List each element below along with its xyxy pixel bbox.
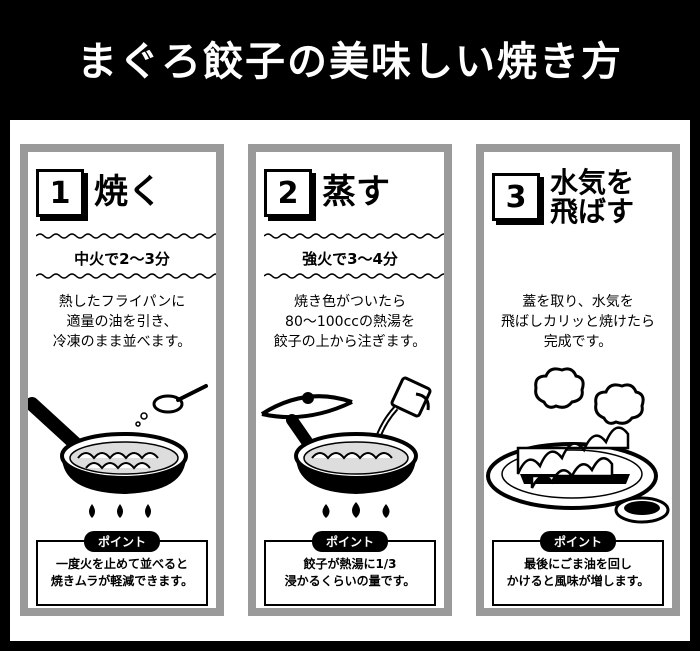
frying-pan-with-spoon-icon [28,384,208,518]
step-description: 熱したフライパンに 適量の油を引き、 冷凍のまま並べます。 [52,294,192,350]
title-bar: まぐろ餃子の美味しい焼き方 [0,0,700,116]
point-label: ポイント [539,531,617,552]
steps-panel: 1 焼く 中火で2〜3分 熱したフライパンに 適量の油を引き、 冷凍のまま並べま… [10,120,690,641]
page-title: まぐろ餃子の美味しい焼き方 [77,39,623,85]
step-number: 2 [264,169,312,217]
steps-frame: 1 焼く 中火で2〜3分 熱したフライパンに 適量の油を引き、 冷凍のまま並べま… [0,116,700,651]
step-header: 1 焼く [36,162,162,224]
heat-level: 強火で3〜4分 [302,250,398,268]
point-box: ポイント 一度火を止めて並べると 焼きムラが軽減できます。 [36,531,208,606]
point-text: 最後にごま油を回し かけると風味が増します。 [506,557,650,588]
heat-level: 中火で2〜3分 [74,250,170,268]
step-header: 2 蒸す [264,162,390,224]
step-number: 1 [36,169,84,217]
wave-divider [36,233,216,239]
step-title: 焼く [94,172,162,213]
wave-divider [264,273,444,279]
pan-with-lid-and-water-icon [260,376,432,518]
step-card-3: 3 水気を 飛ばす 蓋を取り、水気を 飛ばしカリッと焼けたら 完成です。 [476,144,680,616]
point-label: ポイント [83,531,161,552]
step-header: 3 水気を 飛ばす [492,162,634,232]
point-box: ポイント 最後にごま油を回し かけると風味が増します。 [492,531,664,606]
step-title: 水気を 飛ばす [550,165,635,228]
gyoza-plate-icon [486,367,670,524]
step-number: 3 [492,173,540,221]
point-text: 一度火を止めて並べると 焼きムラが軽減できます。 [50,557,194,588]
step-description: 焼き色がついたら 80〜100ccの熱湯を 餃子の上から注ぎます。 [273,294,427,350]
step-title: 蒸す [322,172,390,213]
wave-divider [36,273,216,279]
point-box: ポイント 餃子が熱湯に1/3 浸かるくらいの量です。 [264,531,436,606]
wave-divider [264,233,444,239]
step-card-2: 2 蒸す 強火で3〜4分 焼き色がついたら 80〜100ccの熱湯を 餃子の上か… [248,144,452,616]
point-label: ポイント [311,531,389,552]
step-card-1: 1 焼く 中火で2〜3分 熱したフライパンに 適量の油を引き、 冷凍のまま並べま… [20,144,224,616]
step-description: 蓋を取り、水気を 飛ばしカリッと焼けたら 完成です。 [501,294,655,350]
point-text: 餃子が熱湯に1/3 浸かるくらいの量です。 [284,557,416,588]
